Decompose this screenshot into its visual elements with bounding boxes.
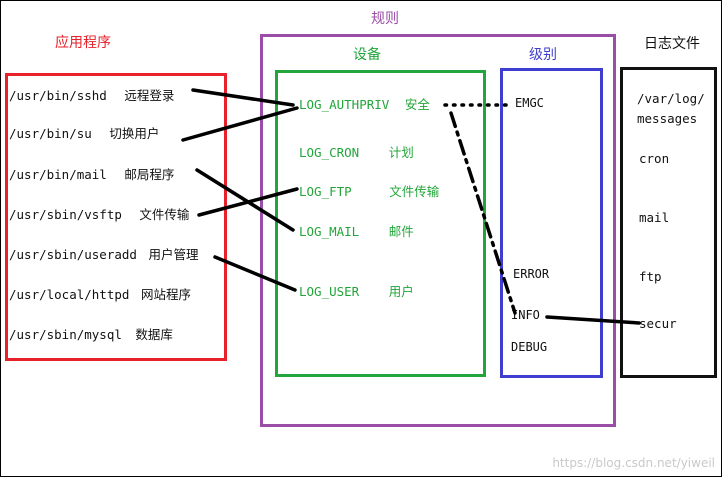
app-label: 文件传输 (139, 207, 190, 222)
app-label: 用户管理 (148, 247, 199, 262)
facility-entry: LOG_USER 用户 (299, 284, 414, 300)
app-path: /usr/local/httpd (9, 287, 130, 302)
app-entry: /usr/sbin/vsftp 文件传输 (9, 207, 189, 223)
apps-title: 应用程序 (55, 35, 111, 51)
app-label: 网站程序 (140, 287, 191, 302)
logfile-cron: cron (639, 151, 670, 166)
facility-title: 设备 (353, 47, 381, 63)
facility-name: LOG_FTP (299, 184, 352, 199)
app-label: 邮局程序 (124, 167, 175, 182)
watermark: https://blog.csdn.net/yiweil (552, 456, 715, 470)
level-box (500, 68, 603, 378)
facility-label: 用户 (388, 284, 414, 299)
app-path: /usr/bin/sshd (9, 88, 107, 103)
level-title: 级别 (529, 47, 557, 63)
app-entry: /usr/bin/mail 邮局程序 (9, 167, 174, 183)
level-error: ERROR (513, 267, 550, 281)
facility-name: LOG_USER (299, 284, 360, 299)
logfiles-title: 日志文件 (644, 36, 700, 52)
app-entry: /usr/bin/sshd 远程登录 (9, 88, 174, 104)
logfile-ftp: ftp (639, 269, 662, 284)
facility-name: LOG_AUTHPRIV (299, 97, 390, 112)
facility-entry: LOG_MAIL 邮件 (299, 224, 414, 240)
level-debug: DEBUG (511, 340, 548, 354)
level-info: INFO (511, 308, 540, 322)
app-path: /usr/bin/mail (9, 167, 107, 182)
facility-name: LOG_MAIL (299, 224, 360, 239)
logfile-secur: secur (639, 316, 677, 331)
facility-entry: LOG_AUTHPRIV 安全 (299, 97, 430, 113)
facility-entry: LOG_FTP 文件传输 (299, 184, 439, 200)
app-path: /usr/sbin/useradd (9, 247, 137, 262)
facility-label: 文件传输 (389, 184, 440, 199)
logfiles-box (620, 67, 717, 378)
facility-label: 计划 (388, 145, 414, 160)
app-label: 远程登录 (124, 88, 175, 103)
facility-label: 邮件 (388, 224, 414, 239)
app-label: 切换用户 (109, 126, 160, 141)
app-path: /usr/bin/su (9, 126, 92, 141)
app-entry: /usr/local/httpd 网站程序 (9, 287, 191, 303)
rules-title: 规则 (371, 11, 399, 27)
app-label: 数据库 (135, 327, 173, 342)
facility-entry: LOG_CRON 计划 (299, 145, 414, 161)
app-path: /usr/sbin/vsftp (9, 207, 122, 222)
level-emgc: EMGC (515, 96, 544, 110)
app-entry: /usr/sbin/mysql 数据库 (9, 327, 173, 343)
facility-label: 安全 (404, 97, 430, 112)
app-entry: /usr/bin/su 切换用户 (9, 126, 159, 142)
logfile-mail: mail (639, 210, 670, 225)
app-path: /usr/sbin/mysql (9, 327, 122, 342)
facility-name: LOG_CRON (299, 145, 360, 160)
app-entry: /usr/sbin/useradd 用户管理 (9, 247, 198, 263)
logfile-messages: messages (637, 111, 698, 126)
logfile-var-log: /var/log/ (637, 91, 705, 106)
